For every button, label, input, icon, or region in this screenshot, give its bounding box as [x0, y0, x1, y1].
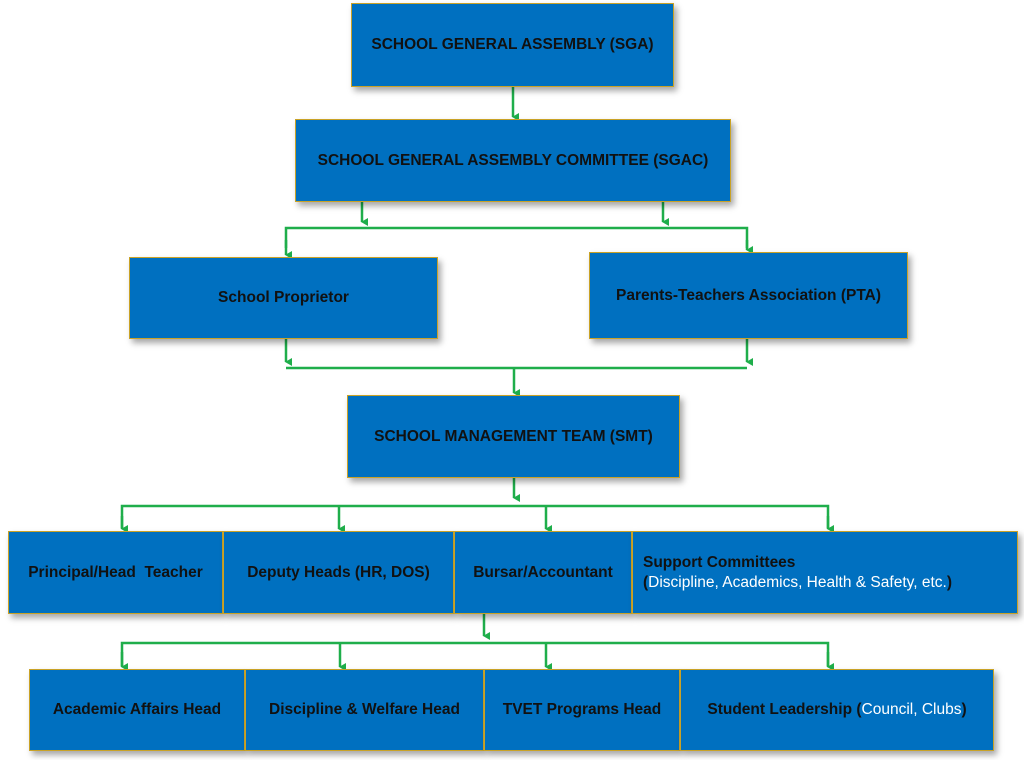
- support-detail-line: (Discipline, Academics, Health & Safety,…: [643, 573, 952, 592]
- bar-sgac-branches: [284, 226, 749, 248]
- smt-box: SCHOOL MANAGEMENT TEAM (SMT): [347, 395, 680, 478]
- bursar-box: Bursar/Accountant: [454, 531, 632, 614]
- support-close-paren: ): [946, 573, 952, 591]
- bursar-label: Bursar/Accountant: [473, 563, 613, 581]
- support-open-paren: (: [643, 573, 649, 591]
- tvet-label: TVET Programs Head: [502, 701, 662, 719]
- sgac-label: SCHOOL GENERAL ASSEMBLY COMMITTEE (SGAC): [317, 151, 709, 169]
- smt-label: SCHOOL MANAGEMENT TEAM (SMT): [374, 427, 653, 445]
- tvet-box: TVET Programs Head: [484, 669, 680, 751]
- pta-box: Parents-Teachers Association (PTA): [589, 252, 908, 339]
- student-box: Student Leadership (Council, Clubs): [680, 669, 994, 751]
- support-detail: Discipline, Academics, Health & Safety, …: [648, 573, 947, 591]
- deputy-box: Deputy Heads (HR, DOS): [223, 531, 454, 614]
- support-box: Support Committees (Discipline, Academic…: [632, 531, 1018, 614]
- sgac-box: SCHOOL GENERAL ASSEMBLY COMMITTEE (SGAC): [295, 119, 731, 202]
- bar-row2: [120, 641, 830, 666]
- student-line: Student Leadership (Council, Clubs): [707, 700, 966, 719]
- student-detail: Council, Clubs: [861, 701, 962, 719]
- discipline-box: Discipline & Welfare Head: [245, 669, 484, 751]
- proprietor-box: School Proprietor: [129, 257, 438, 339]
- sga-label: SCHOOL GENERAL ASSEMBLY (SGA): [371, 36, 654, 54]
- deputy-label: Deputy Heads (HR, DOS): [247, 563, 430, 581]
- academic-box: Academic Affairs Head: [29, 669, 245, 751]
- support-title: Support Committees: [643, 554, 796, 572]
- bar-row1: [120, 504, 830, 528]
- academic-label: Academic Affairs Head: [52, 701, 222, 719]
- student-close-paren: ): [961, 701, 967, 719]
- student-open-paren: (: [856, 701, 862, 719]
- pta-label: Parents-Teachers Association (PTA): [615, 286, 881, 304]
- discipline-label: Discipline & Welfare Head: [269, 701, 460, 719]
- sga-box: SCHOOL GENERAL ASSEMBLY (SGA): [351, 3, 674, 87]
- principal-label: Principal/Head Teacher: [28, 563, 203, 581]
- principal-box: Principal/Head Teacher: [8, 531, 223, 614]
- student-title: Student Leadership: [707, 701, 857, 719]
- proprietor-label: School Proprietor: [218, 289, 349, 307]
